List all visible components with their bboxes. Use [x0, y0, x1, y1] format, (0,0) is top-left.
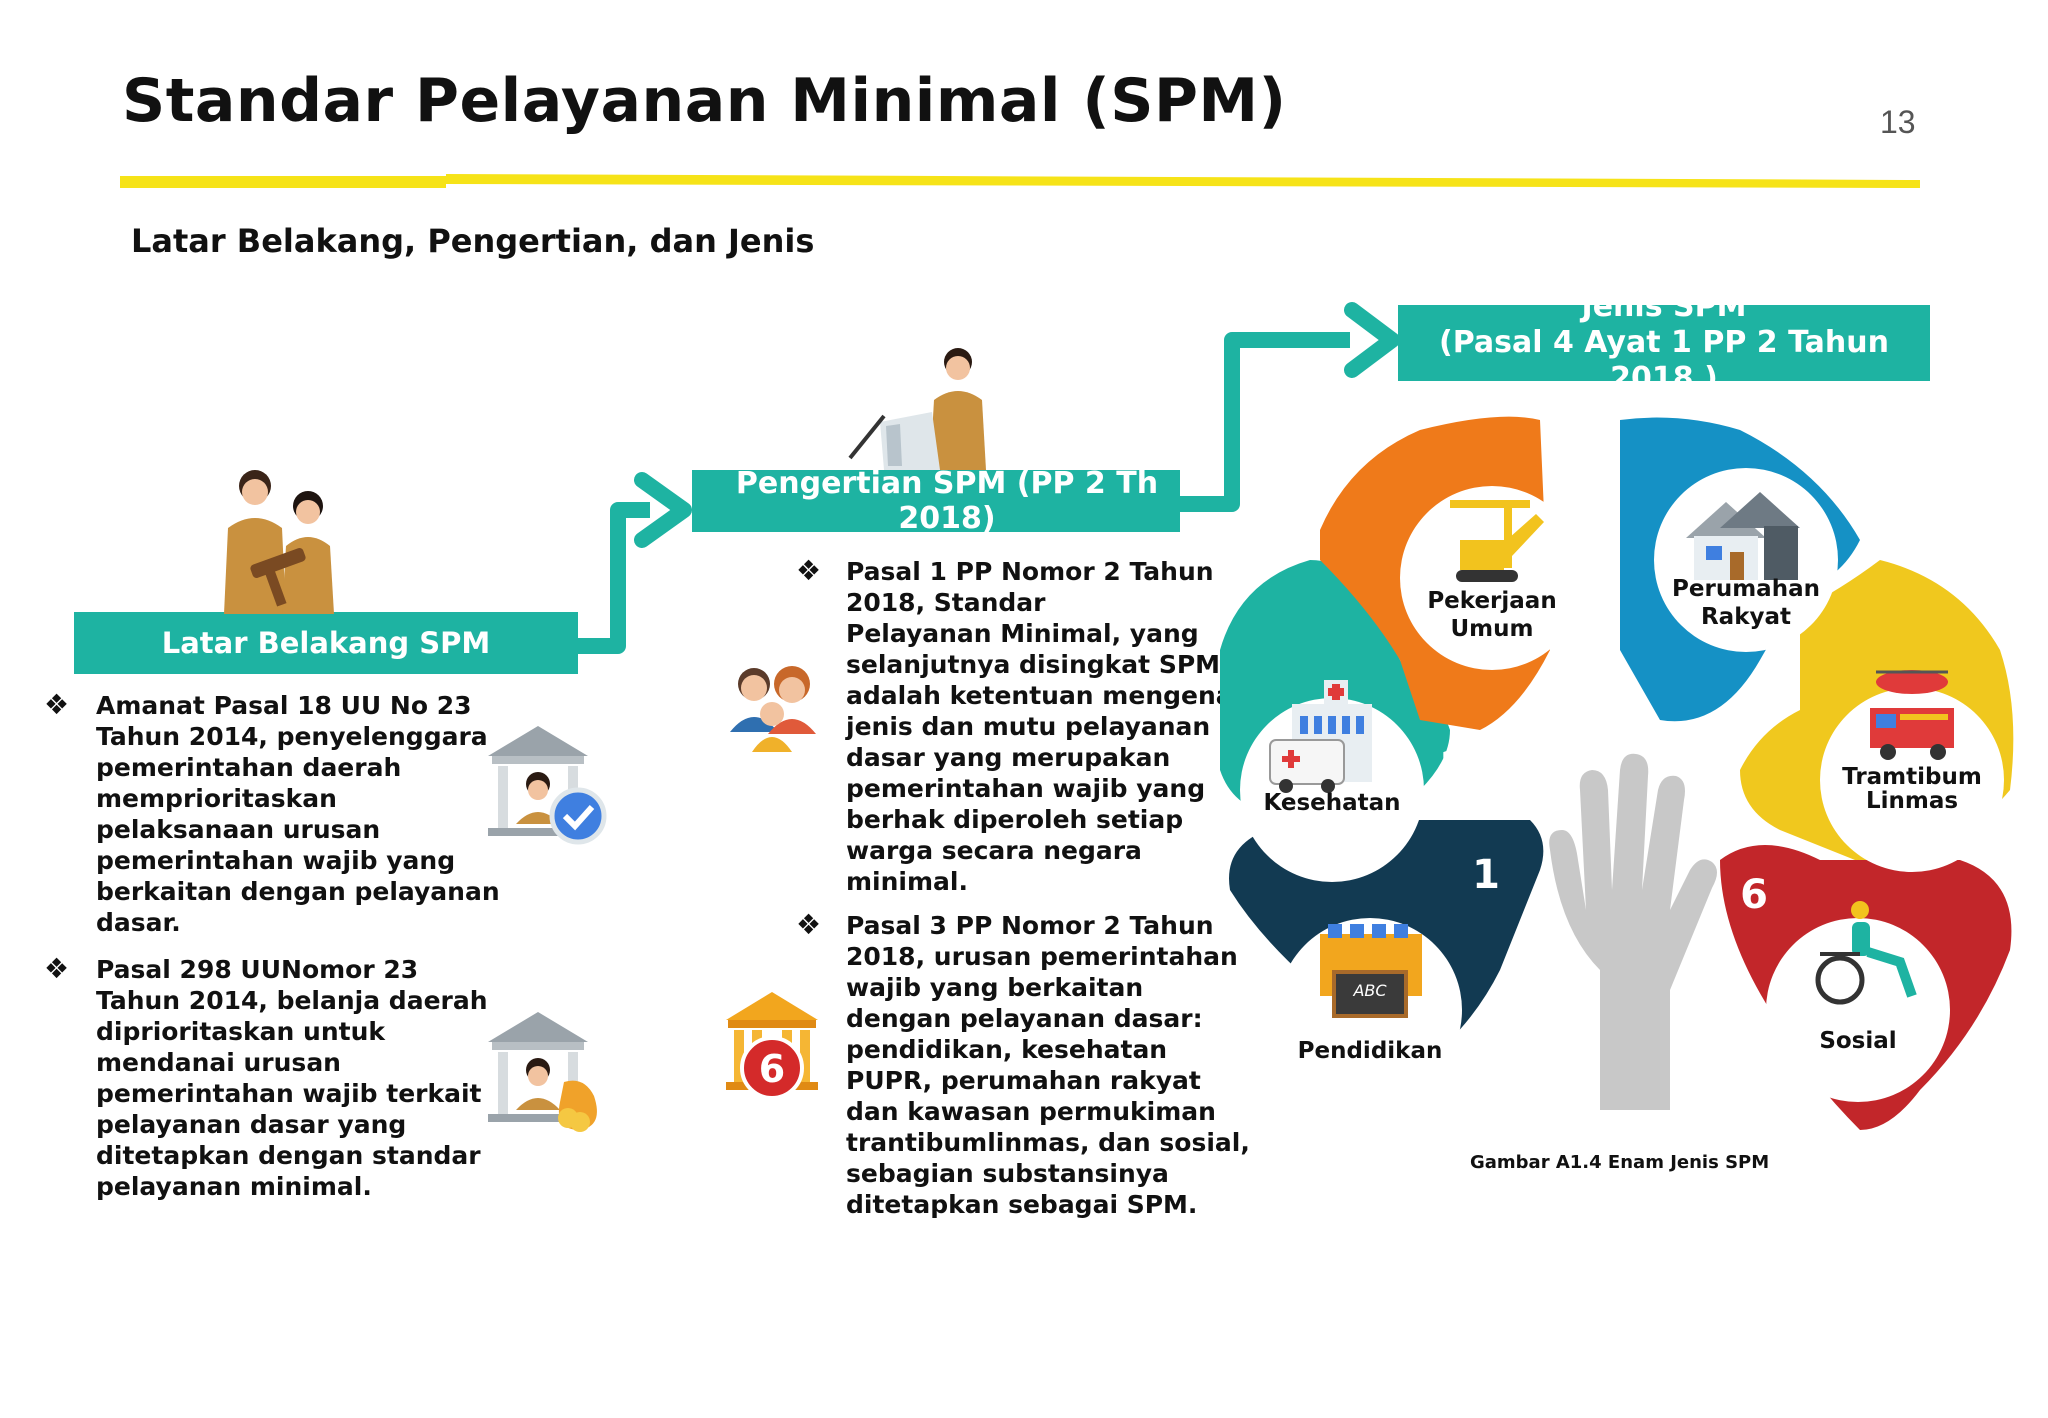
- label-rakyat: Rakyat: [1701, 604, 1791, 630]
- school-icon: ABC: [1320, 924, 1422, 1018]
- bullet-diamond-icon: ❖: [44, 952, 70, 985]
- bank-six-icon: 6: [726, 992, 818, 1100]
- circle-tramtibum: [1820, 688, 2004, 872]
- jenis-spm-diagram: ABC 1 2 3: [1220, 416, 2014, 1130]
- house-icon: [1686, 492, 1800, 580]
- hand-tree-icon: [1549, 753, 1717, 1110]
- figure-caption: Gambar A1.4 Enam Jenis SPM: [1470, 1152, 1770, 1173]
- bullet-diamond-icon: ❖: [796, 554, 822, 587]
- number-2: 2: [1440, 744, 1468, 790]
- jenis-banner-line2: (Pasal 4 Ayat 1 PP 2 Tahun 2018 ): [1439, 325, 1889, 396]
- officials-gavel-icon: [224, 470, 334, 614]
- speaker-podium-icon: [848, 348, 986, 470]
- number-6: 6: [1740, 872, 1768, 918]
- page-number: 13: [1880, 104, 1916, 140]
- svg-text:ABC: ABC: [1352, 981, 1387, 1000]
- hospital-icon: [1269, 680, 1372, 793]
- title-underline: [120, 174, 1920, 188]
- construction-icon: [1450, 500, 1544, 582]
- jenis-spm-banner: Jenis SPM (Pasal 4 Ayat 1 PP 2 Tahun 201…: [1398, 289, 1930, 396]
- label-sosial: Sosial: [1819, 1028, 1896, 1054]
- bank-money-icon: [488, 1012, 597, 1132]
- label-pendidikan: Pendidikan: [1298, 1038, 1443, 1064]
- badge-six: 6: [759, 1047, 785, 1091]
- people-icon: [730, 666, 816, 752]
- section-subtitle: Latar Belakang, Pengertian, dan Jenis: [131, 222, 815, 260]
- latar-belakang-banner: Latar Belakang SPM: [74, 612, 578, 674]
- label-pekerjaan: Pekerjaan: [1427, 588, 1556, 614]
- label-kesehatan: Kesehatan: [1263, 790, 1400, 816]
- label-perumahan: Perumahan: [1672, 576, 1820, 602]
- bullet-diamond-icon: ❖: [44, 688, 70, 721]
- page-title: Standar Pelayanan Minimal (SPM): [122, 66, 1287, 136]
- label-linmas: Linmas: [1866, 788, 1958, 814]
- bullet-diamond-icon: ❖: [796, 908, 822, 941]
- firetruck-icon: [1870, 670, 1954, 760]
- bank-check-icon: [488, 726, 607, 845]
- pengertian-banner: Pengertian SPM (PP 2 Th 2018): [692, 466, 1180, 536]
- number-3: 3: [1597, 641, 1611, 665]
- jenis-banner-line1: Jenis SPM: [1581, 289, 1747, 324]
- number-1: 1: [1472, 852, 1500, 898]
- wheelchair-icon: [1815, 901, 1917, 1005]
- label-tramtibum: Tramtibum: [1842, 764, 1982, 790]
- label-umum: Umum: [1451, 616, 1534, 642]
